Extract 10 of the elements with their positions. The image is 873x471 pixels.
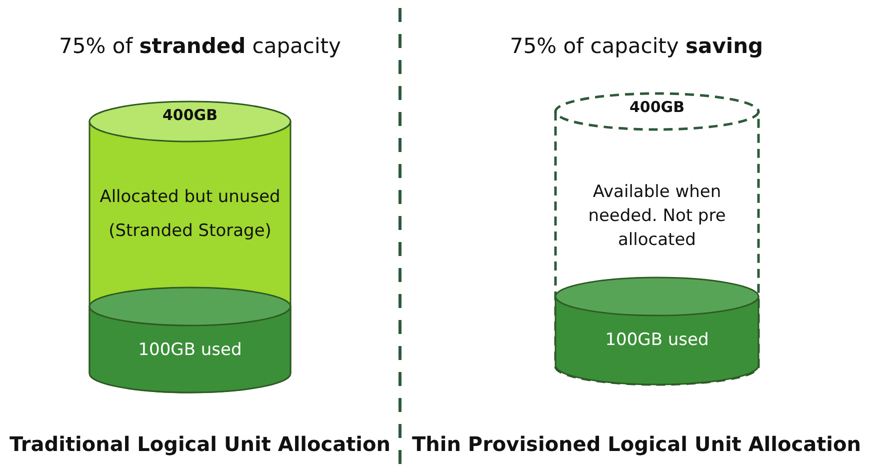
usage-label: 100GB used <box>604 329 710 352</box>
caption-text: Traditional Logical Unit Allocation <box>8 432 392 456</box>
heading-text: 75% of stranded capacity <box>58 34 342 58</box>
usage-label: 100GB used <box>137 339 243 362</box>
description-text: Allocated but unused (Stranded Storage) <box>98 186 282 243</box>
capacity-label: 400GB <box>161 106 219 124</box>
heading-text: 75% of capacity saving <box>508 34 764 58</box>
description-text: Available when needed. Not pre allocated <box>587 181 727 252</box>
caption-text: Thin Provisioned Logical Unit Allocation <box>410 432 862 456</box>
capacity-label: 400GB <box>628 98 686 116</box>
